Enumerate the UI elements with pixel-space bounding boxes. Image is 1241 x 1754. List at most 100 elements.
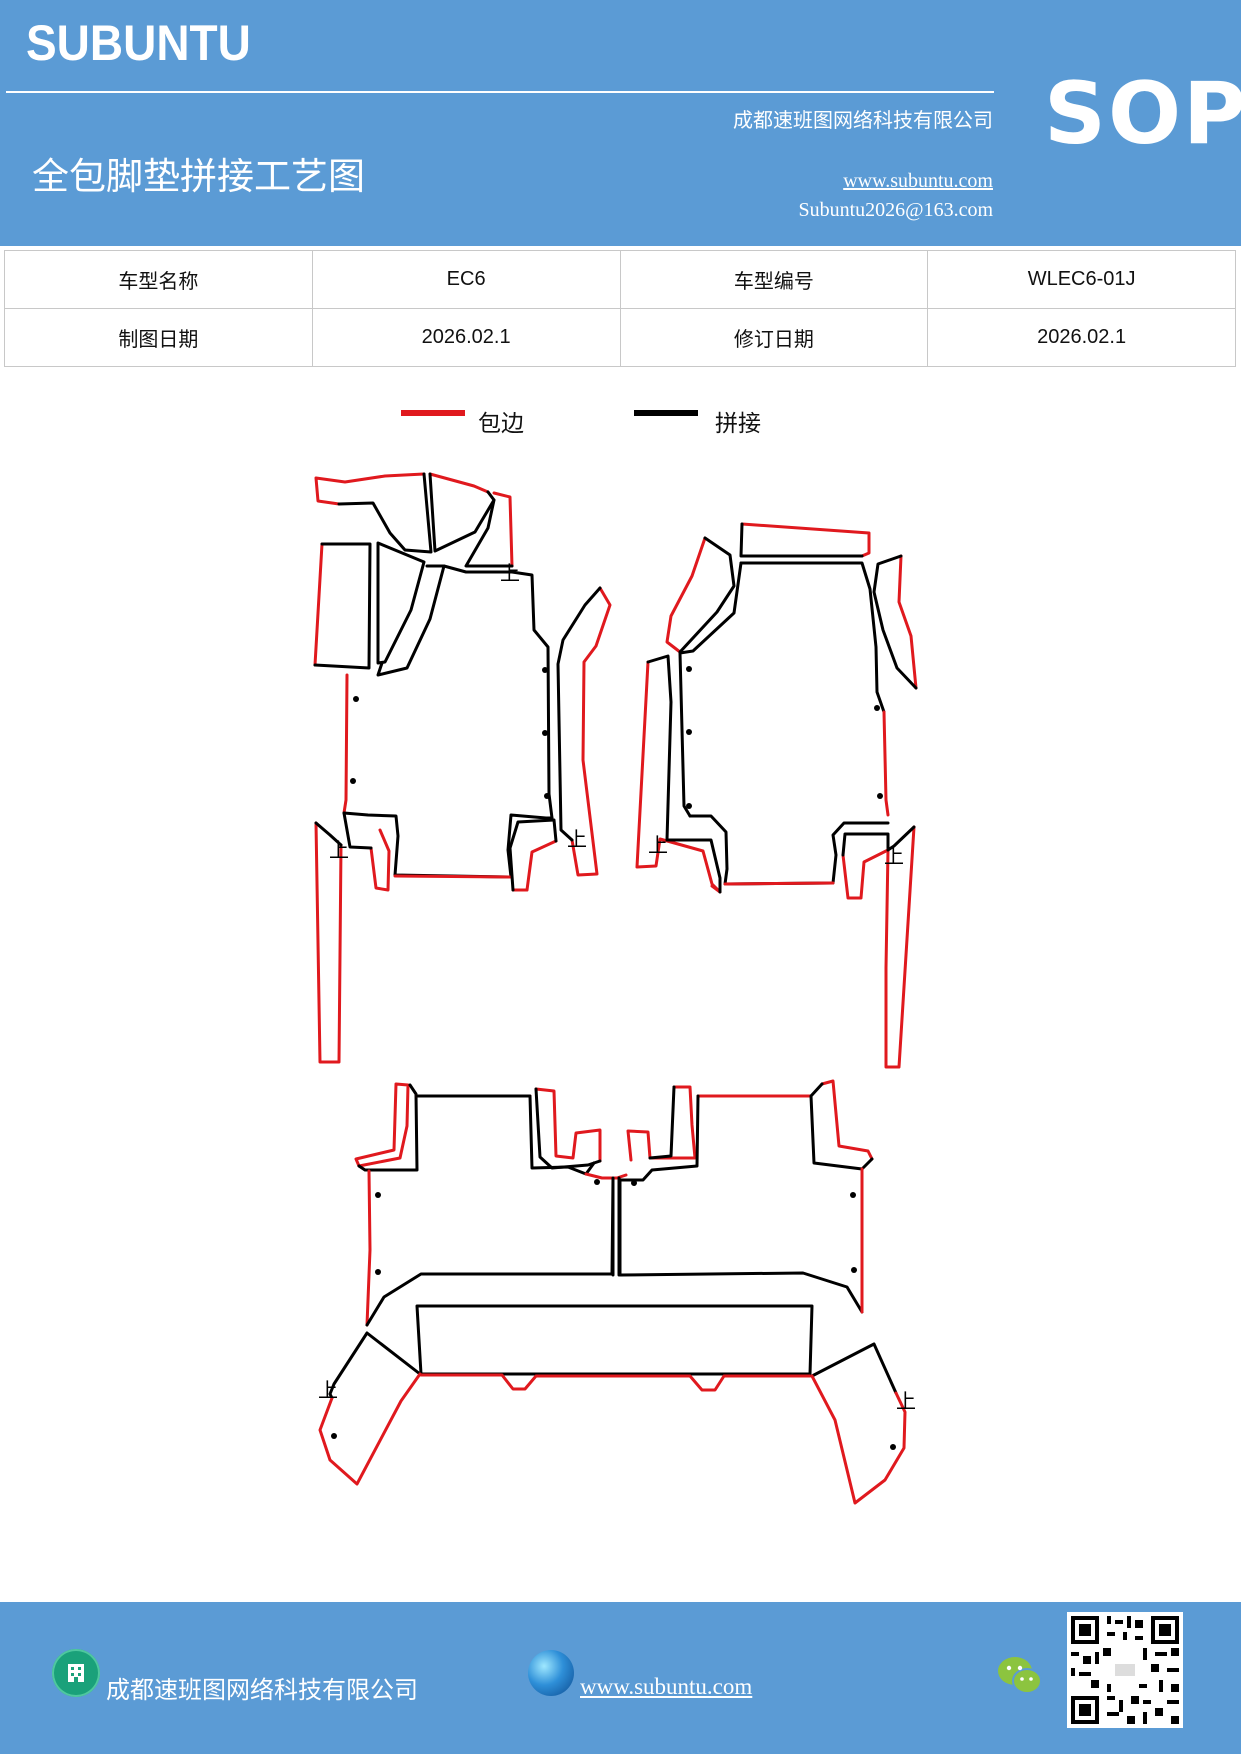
fl-main-bottom-black <box>342 811 554 879</box>
info-table: 车型名称 EC6 车型编号 WLEC6-01J 制图日期 2026.02.1 修… <box>4 250 1236 367</box>
sop-badge: SOP <box>1044 64 1241 164</box>
header-website-link[interactable]: www.subuntu.com <box>843 170 993 192</box>
rl-center-red <box>584 1172 628 1180</box>
rl-body-black <box>365 1177 615 1327</box>
legend-label-splice: 拼接 <box>715 411 761 437</box>
fl-main-red <box>342 673 349 815</box>
qr-code <box>1067 1612 1183 1728</box>
header-company: 成都速班图网络科技有限公司 <box>733 108 993 132</box>
fl-tunnel-black <box>556 586 602 842</box>
rear-bench-red <box>419 1373 812 1392</box>
fl-sill-red <box>314 821 343 1064</box>
front-left-mat-group <box>313 472 612 1064</box>
fr-left-black <box>678 536 736 654</box>
legend-red-line <box>401 410 465 416</box>
up-mark: 上 <box>896 1389 916 1413</box>
fl-top-red <box>314 472 426 506</box>
fl-wedge-black <box>376 541 426 665</box>
fr-left-red <box>665 536 707 654</box>
fr-lheel-black <box>646 654 722 894</box>
front-right-mat-group <box>635 522 918 1069</box>
rear-right-red <box>810 1374 907 1505</box>
fr-main-black2 <box>739 561 886 714</box>
fl-top-mid-black <box>428 472 496 553</box>
fl-main-black <box>442 564 554 820</box>
fr-bottom-red <box>723 881 835 886</box>
rl-tab-black <box>357 1083 419 1172</box>
header-email: Subuntu2026@163.com <box>798 199 993 221</box>
rear-left-red <box>318 1372 422 1486</box>
wechat-icon[interactable] <box>996 1654 1044 1698</box>
up-mark: 上 <box>648 833 668 857</box>
fl-side-red <box>313 542 324 667</box>
model-code-value: WLEC6-01J <box>927 250 1236 309</box>
fl-wedge2-black <box>376 564 446 677</box>
rr-tab-red <box>626 1085 697 1162</box>
header-divider <box>6 91 994 93</box>
fl-rheel-black <box>508 818 558 892</box>
fl-main-bottom-red <box>393 874 513 879</box>
fl-tunnel-red <box>570 586 612 877</box>
legend-label-binding: 包边 <box>478 411 524 437</box>
rr-rtab-black <box>809 1082 874 1171</box>
table-row: 车型名称 EC6 车型编号 WLEC6-01J <box>4 250 1236 309</box>
fr-bottom-black <box>688 814 890 886</box>
fr-right-red <box>897 554 918 690</box>
draw-date-label: 制图日期 <box>4 308 313 367</box>
rear-right-black <box>810 1342 898 1395</box>
fr-top-red <box>740 522 871 558</box>
rear-bench-black <box>415 1304 814 1376</box>
table-row: 制图日期 2026.02.1 修订日期 2026.02.1 <box>4 308 1236 367</box>
rr-rtab-red <box>820 1079 874 1161</box>
up-mark: 上 <box>329 838 349 862</box>
rl-top-black <box>415 1094 596 1176</box>
rl-body-red <box>365 1169 372 1327</box>
rr-tab-black <box>648 1085 676 1160</box>
legend-black-line <box>634 410 698 416</box>
up-mark: 上 <box>567 827 587 851</box>
up-mark: 上 <box>318 1378 338 1402</box>
fr-sill-black <box>886 825 916 852</box>
fr-rheel-black <box>841 832 890 857</box>
fl-side-black <box>313 542 372 670</box>
up-mark: 上 <box>884 844 904 868</box>
fl-rheel-red <box>511 839 558 892</box>
page-title: 全包脚垫拼接工艺图 <box>32 155 365 198</box>
up-mark: 上 <box>500 561 520 585</box>
globe-icon <box>528 1650 574 1696</box>
fl-heel-red <box>369 828 391 892</box>
rl-notch-black <box>534 1087 602 1170</box>
header-banner: SUBUNTU 成都速班图网络科技有限公司 全包脚垫拼接工艺图 www.subu… <box>0 0 1241 246</box>
revise-date-label: 修订日期 <box>619 308 929 367</box>
rc-divider <box>611 1176 621 1277</box>
rl-tab-red <box>354 1082 410 1168</box>
model-name-label: 车型名称 <box>4 250 313 309</box>
fr-main-black <box>678 561 743 818</box>
draw-date-value: 2026.02.1 <box>311 308 621 367</box>
revise-date-value: 2026.02.1 <box>927 308 1236 367</box>
fl-right-black <box>464 498 514 568</box>
fr-right-black <box>872 554 918 690</box>
fl-right-red <box>492 491 514 568</box>
rl-notch-red <box>534 1087 602 1163</box>
fl-heel-black <box>342 811 373 850</box>
fr-main-red <box>882 710 890 817</box>
fr-lheel-red <box>635 660 722 894</box>
fr-rheel-red <box>841 848 890 900</box>
fr-top-black <box>739 522 864 558</box>
model-name-value: EC6 <box>311 250 621 309</box>
footer-banner: 成都速班图网络科技有限公司 www.subuntu.com <box>0 1602 1241 1754</box>
footer-website-link[interactable]: www.subuntu.com <box>580 1674 753 1699</box>
splice-dots <box>331 666 896 1450</box>
fl-top-mid-red <box>428 472 490 494</box>
rr-top-black <box>618 1094 864 1314</box>
fl-top-black <box>337 472 433 554</box>
model-code-label: 车型编号 <box>619 250 929 309</box>
building-icon <box>52 1649 100 1697</box>
brand-logo: SUBUNTU <box>26 15 251 71</box>
footer-company: 成都速班图网络科技有限公司 <box>106 1676 418 1704</box>
fr-sill-red <box>884 825 916 1069</box>
fl-sill-black <box>314 821 343 847</box>
rear-mat-group <box>318 1079 907 1505</box>
rear-left-black <box>328 1331 422 1400</box>
